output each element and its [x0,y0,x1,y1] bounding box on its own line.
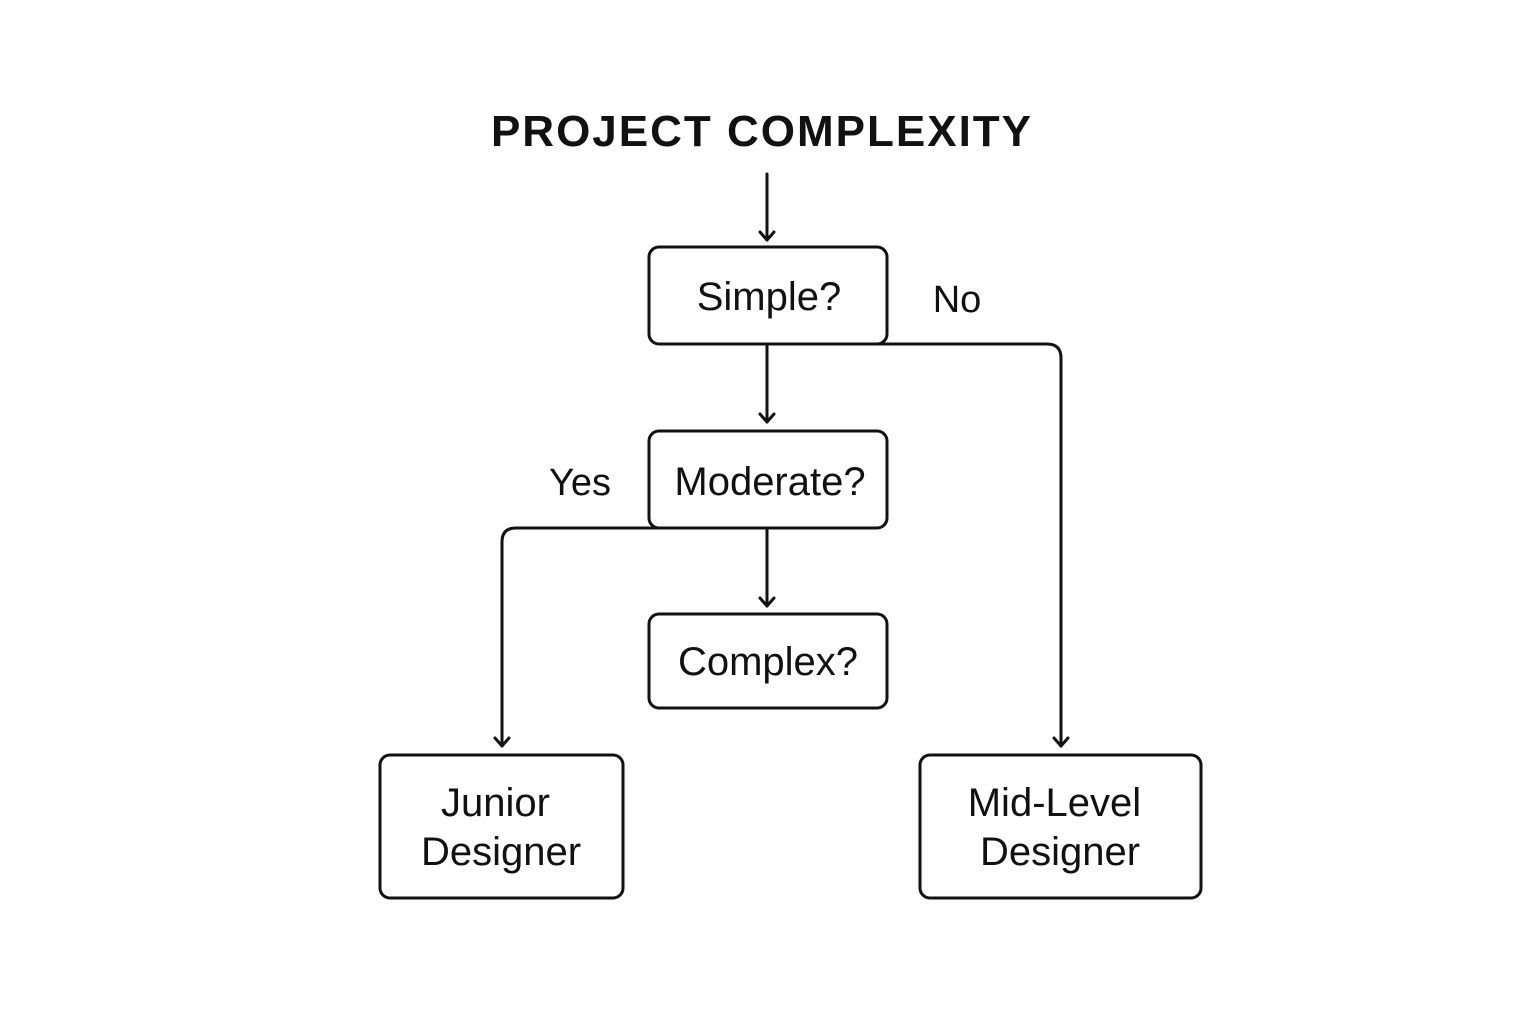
node-simple-box [647,245,889,346]
node-moderate-box [647,429,889,530]
node-moderate: Moderate? [647,429,889,530]
node-midlevel-designer-line-1: Mid-Level [968,781,1141,825]
node-moderate-label: Moderate? [674,460,865,504]
node-complex: Complex? [647,612,889,710]
edge-label-no: No [933,279,982,321]
node-midlevel-designer-label: Mid-Level Designer [968,781,1153,874]
arrow-simple-to-midlevel [868,342,1070,748]
node-simple: Simple? [647,245,889,346]
node-midlevel-designer: Mid-Level Designer [918,753,1203,900]
node-complex-label: Complex? [678,640,858,684]
node-simple-label: Simple? [697,275,842,319]
node-junior-designer-line-2: Designer [421,830,581,874]
diagram-title: PROJECT COMPLEXITY [491,107,1033,156]
arrow-moderate-to-junior [493,526,662,748]
node-midlevel-designer-box [918,753,1203,900]
node-junior-designer: Junior Designer [378,753,625,900]
node-junior-designer-label: Junior Designer [421,781,581,874]
node-junior-designer-line-1: Junior [441,781,550,825]
node-complex-box [647,612,889,710]
node-midlevel-designer-line-2: Designer [980,830,1140,874]
node-junior-designer-box [378,753,625,900]
edge-label-yes: Yes [549,462,611,504]
